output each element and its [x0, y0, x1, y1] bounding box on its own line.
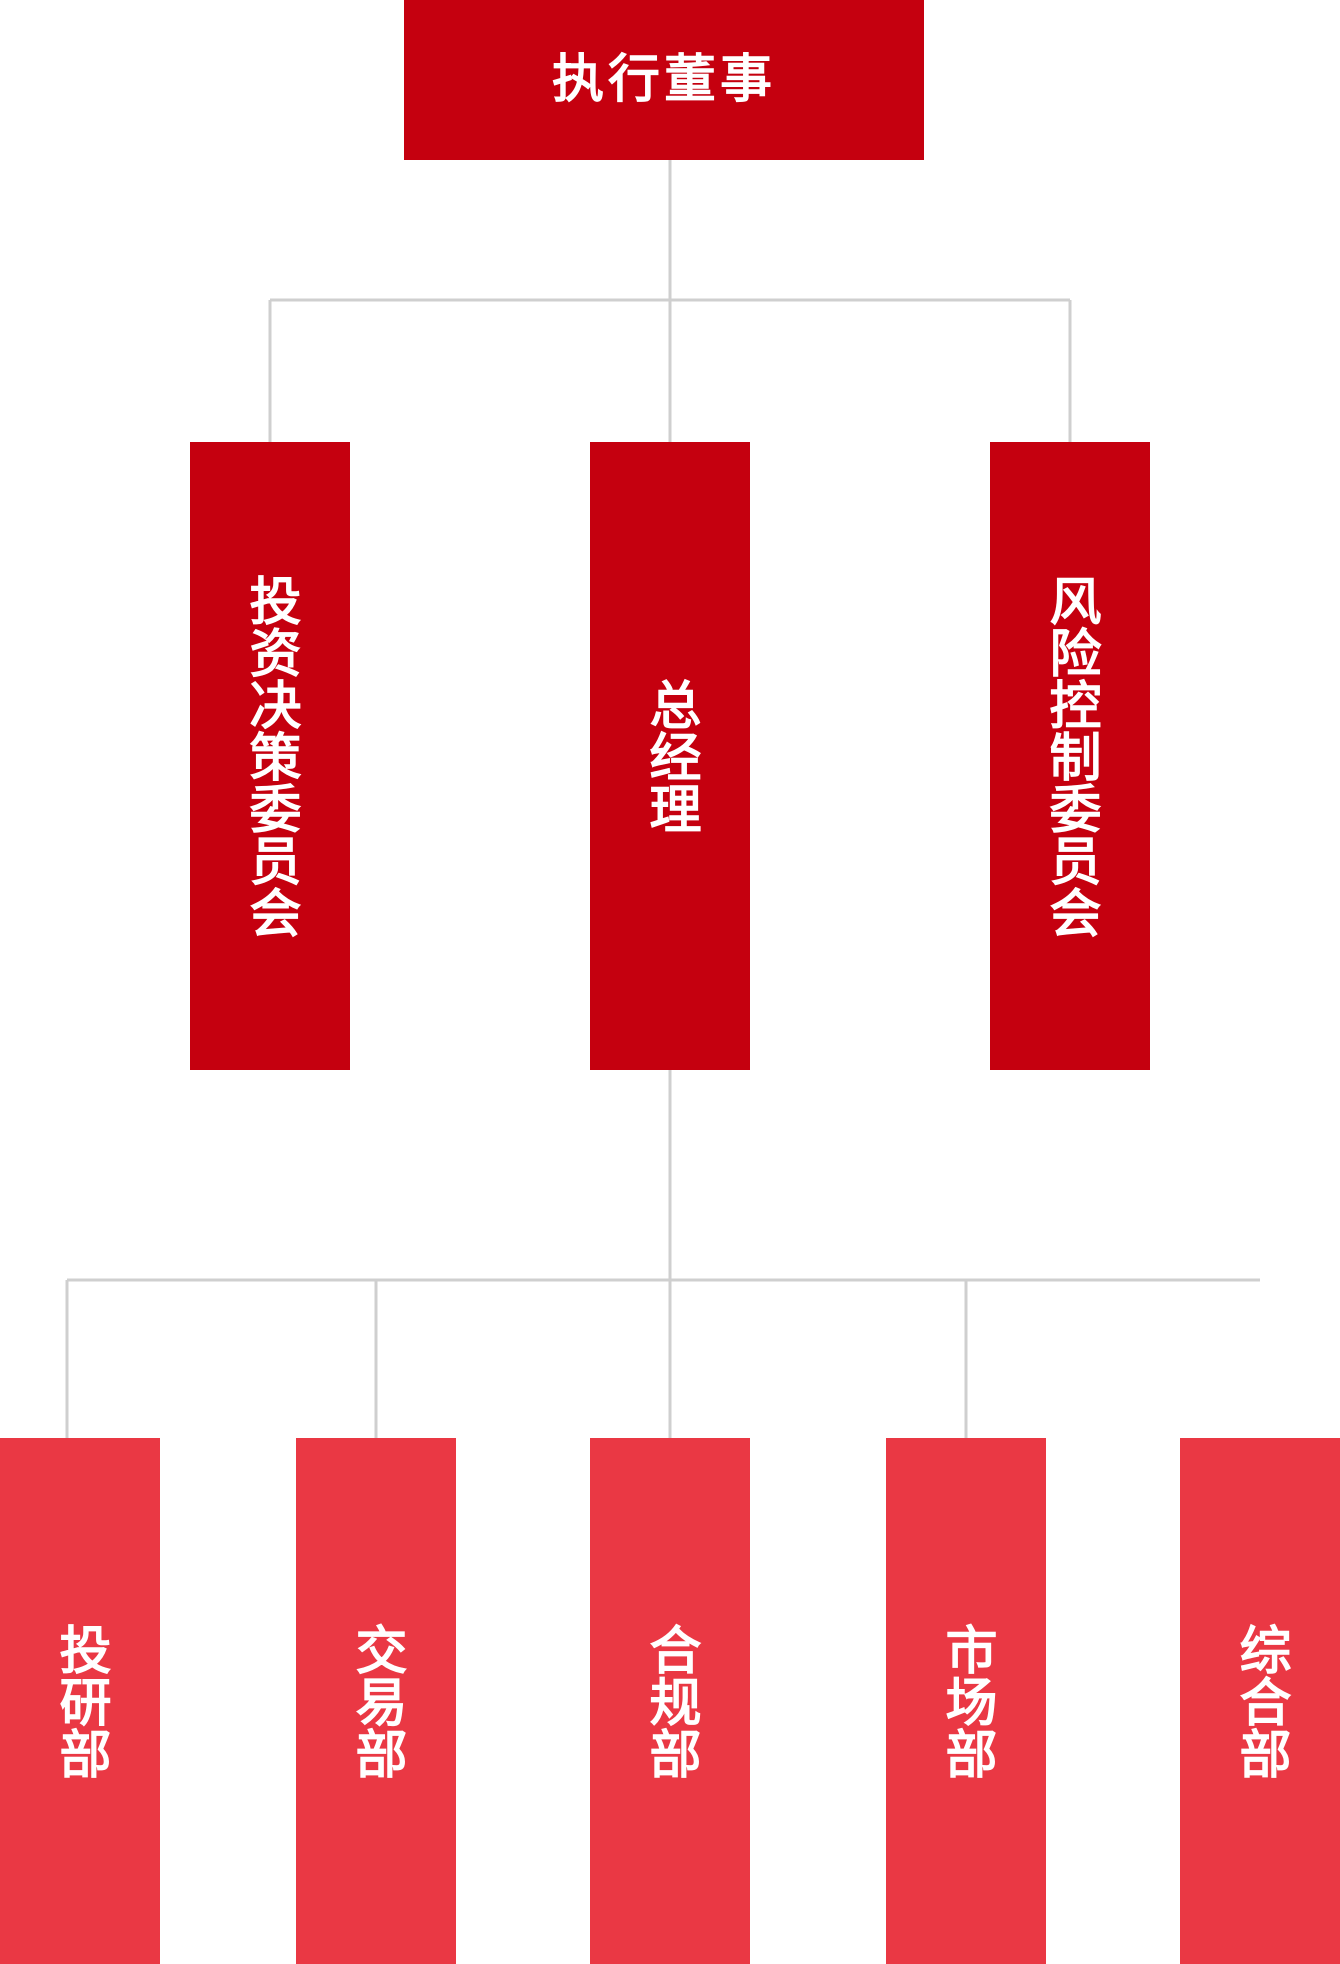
dept-box-compliance: 合规部 [590, 1438, 750, 1964]
committee-box-investment: 投资决策委员会 [190, 442, 350, 1070]
dept-box-research: 投研部 [0, 1438, 160, 1964]
dept-box-trading: 交易部 [296, 1438, 456, 1964]
dept-box-market: 市场部 [886, 1438, 1046, 1964]
committee-label-risk-control: 风险控制委员会 [1040, 574, 1100, 938]
dept-label-compliance: 合规部 [640, 1623, 700, 1779]
committee-label-general-manager: 总经理 [640, 678, 700, 834]
dept-label-general-affairs: 综合部 [1230, 1623, 1290, 1779]
dept-label-research: 投研部 [50, 1623, 110, 1779]
committee-box-risk-control: 风险控制委员会 [990, 442, 1150, 1070]
committee-label-investment: 投资决策委员会 [240, 574, 300, 938]
committee-box-general-manager: 总经理 [590, 442, 750, 1070]
dept-label-market: 市场部 [936, 1623, 996, 1779]
dept-box-general-affairs: 综合部 [1180, 1438, 1340, 1964]
dept-label-trading: 交易部 [346, 1623, 406, 1779]
root-label: 执行董事 [551, 50, 776, 110]
root-box-executive-director: 执行董事 [404, 0, 924, 160]
